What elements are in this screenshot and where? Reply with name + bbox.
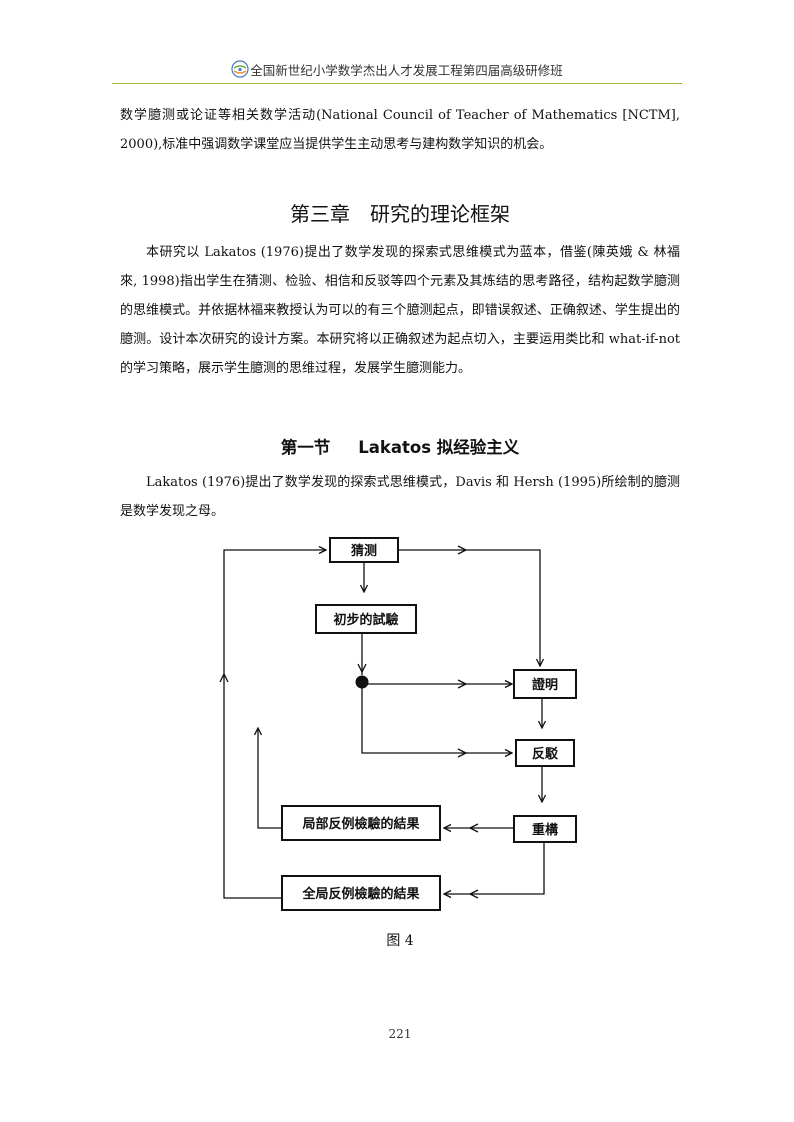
box-proof: 證明 (513, 669, 577, 699)
arrow-guess-right-head (457, 545, 468, 555)
box-local-result-label: 局部反例檢驗的結果 (302, 816, 419, 832)
arrow-junction-mid-head (457, 679, 468, 689)
paragraph-2: 本研究以 Lakatos (1976)提出了数学发现的探索式思维模式为蓝本，借鉴… (120, 245, 680, 376)
section-title: 第一节 Lakatos 拟经验主义 (120, 434, 680, 458)
arrow-local-mid-head (468, 823, 479, 833)
section-number: 第一节 (280, 438, 331, 457)
box-reconstruct-label: 重構 (532, 822, 558, 838)
header-title: 全国新世纪小学数学杰出人才发展工程第四届高级研修班 (250, 63, 563, 78)
arrow-local-loop-up (258, 728, 282, 829)
chapter-title: 第三章 研究的理论框架 (290, 202, 510, 226)
running-header: 全国新世纪小学数学杰出人才发展工程第四届高级研修班 (112, 60, 682, 84)
arrow-global-loop-to-guess (223, 550, 326, 899)
figure-caption: 图 4 (386, 933, 414, 949)
page-number: 221 (388, 1027, 412, 1041)
box-refute-label: 反駁 (532, 746, 559, 762)
box-global-result-label: 全局反例檢驗的結果 (301, 886, 419, 902)
arrow-refute-mid-head (457, 748, 468, 758)
arrow-global-mid-head (468, 889, 479, 899)
box-local-result: 局部反例檢驗的結果 (281, 805, 441, 841)
junction-dot (355, 675, 369, 689)
box-guess-label: 猜测 (350, 543, 377, 559)
logo-icon (231, 60, 249, 81)
box-reconstruct: 重構 (513, 815, 577, 843)
paragraph-3: Lakatos (1976)提出了数学发现的探索式思维模式，Davis 和 He… (120, 475, 680, 519)
box-initial-test-label: 初步的試驗 (333, 612, 398, 628)
header-divider (112, 83, 682, 84)
box-proof-label: 證明 (532, 677, 558, 693)
box-refute: 反駁 (515, 739, 575, 767)
lakatos-flow-diagram: 猜测 初步的試驗 證明 反駁 重構 局部反例檢驗的結果 全局反例檢驗的結果 (219, 537, 577, 911)
paragraph-1: 数学臆测或论证等相关数学活动(National Council of Teach… (120, 108, 680, 152)
arrow-left-up-head (219, 672, 229, 683)
section-name: Lakatos 拟经验主义 (358, 438, 520, 457)
arrow-test-down-head (357, 663, 367, 674)
arrow-guess-to-proof (398, 549, 540, 666)
arrow-junction-to-refute (361, 684, 512, 753)
box-guess: 猜测 (329, 537, 399, 563)
arrow-reconstruct-to-global (444, 842, 545, 894)
box-global-result: 全局反例檢驗的結果 (281, 875, 441, 911)
box-initial-test: 初步的試驗 (315, 604, 417, 634)
